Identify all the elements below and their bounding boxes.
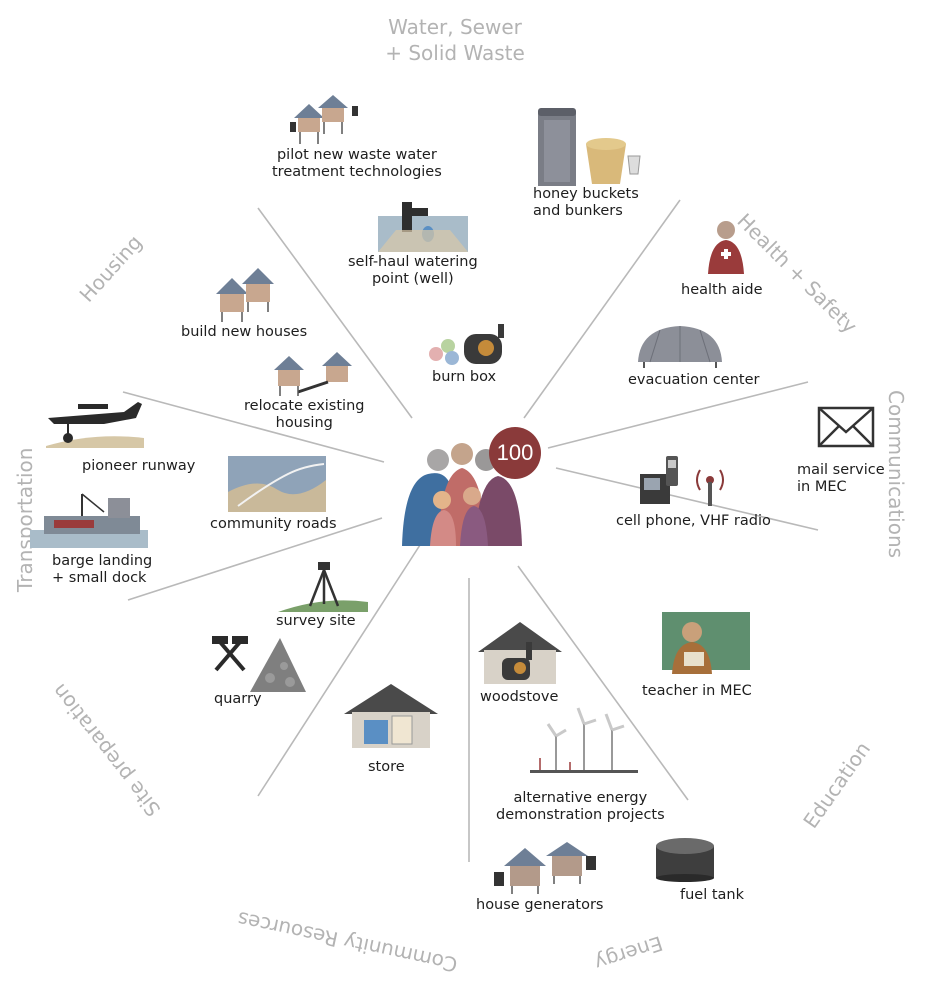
phone-radio-icon — [640, 456, 724, 506]
airplane-icon — [46, 402, 144, 448]
population-badge: 100 — [489, 427, 541, 479]
water-tap-icon — [378, 202, 468, 252]
label-burn-box: burn box — [432, 369, 497, 385]
survey-tripod-icon — [278, 562, 368, 612]
label-survey-site: survey site — [276, 613, 356, 629]
new-houses-icon — [216, 268, 274, 322]
road-map-icon — [228, 456, 326, 512]
label-pioneer-runway: pioneer runway — [82, 458, 196, 474]
house-generators-icon — [494, 842, 596, 894]
category-communications: Communications — [884, 390, 908, 559]
barge-icon — [30, 493, 148, 548]
label-teacher: teacher in MEC — [642, 683, 752, 699]
envelope-icon — [817, 406, 875, 448]
portable-toilet-bucket-icon — [538, 108, 641, 186]
label-mail-service: mail service in MEC — [797, 462, 885, 495]
label-alternative-energy: alternative energy demonstration project… — [496, 790, 665, 823]
label-relocate-housing: relocate existing housing — [244, 398, 365, 431]
label-self-haul: self-haul watering point (well) — [348, 254, 478, 287]
label-fuel-tank: fuel tank — [680, 887, 745, 903]
label-store: store — [368, 759, 405, 775]
fuel-tank-icon — [656, 838, 714, 882]
store-icon — [344, 684, 438, 748]
health-aide-icon — [708, 221, 744, 274]
stilt-houses-icon — [290, 95, 358, 144]
quarry-hammer-icon — [212, 636, 306, 692]
burn-box-icon — [429, 324, 504, 365]
relocate-houses-icon — [274, 352, 352, 396]
label-community-roads: community roads — [210, 516, 337, 532]
label-house-generators: house generators — [476, 897, 604, 913]
label-barge-landing: barge landing + small dock — [52, 553, 153, 586]
label-honey-buckets: honey buckets and bunkers — [533, 186, 639, 219]
teacher-icon — [662, 612, 750, 674]
category-water-sewer-solid-waste: Water, Sewer + Solid Waste — [385, 15, 525, 65]
label-health-aide: health aide — [681, 282, 763, 298]
label-quarry: quarry — [214, 691, 262, 707]
label-build-new-houses: build new houses — [181, 324, 308, 340]
label-woodstove: woodstove — [480, 689, 559, 705]
label-cell-phone-radio: cell phone, VHF radio — [616, 513, 771, 529]
label-evacuation-center: evacuation center — [628, 372, 760, 388]
woodstove-house-icon — [478, 622, 562, 684]
label-pilot-waste-water: pilot new waste water treatment technolo… — [272, 147, 442, 180]
evacuation-center-icon — [638, 326, 722, 368]
wind-turbines-icon — [530, 707, 638, 773]
